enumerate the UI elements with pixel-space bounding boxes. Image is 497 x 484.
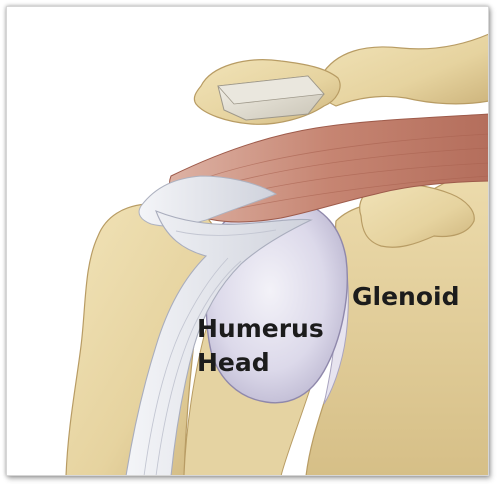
humerus-head-label-line2: Head (197, 348, 270, 378)
humerus-head-label-line1: Humerus (197, 314, 324, 344)
shoulder-anatomy-illustration (6, 6, 489, 476)
glenoid-label: Glenoid (352, 282, 459, 312)
image-frame: Glenoid Humerus Head (6, 6, 489, 476)
